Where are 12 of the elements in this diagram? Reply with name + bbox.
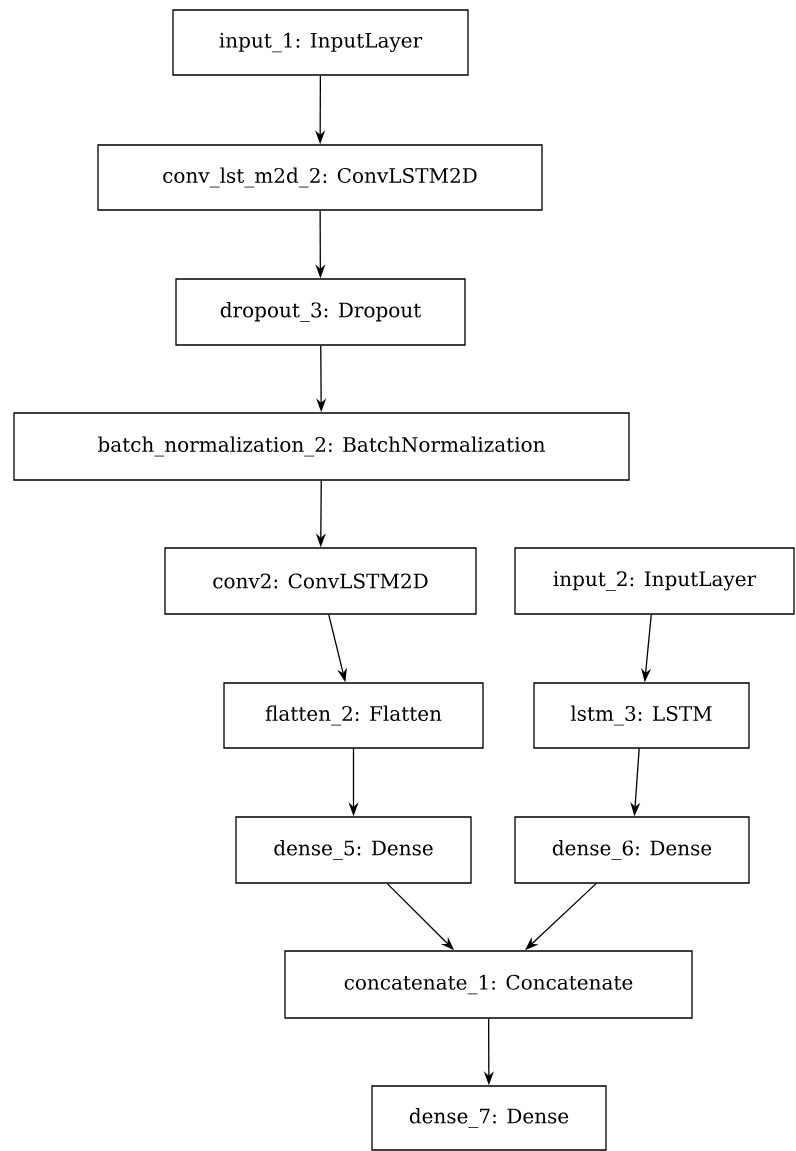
layer-box: concatenate_1: Concatenate — [284, 950, 693, 1019]
layer-box: batch_normalization_2: BatchNormalization — [13, 412, 630, 481]
layer-box: dropout_3: Dropout — [175, 278, 466, 346]
layer-box: conv_lst_m2d_2: ConvLSTM2D — [97, 144, 543, 211]
layer-box: input_2: InputLayer — [514, 547, 795, 615]
layer-box: dense_6: Dense — [514, 816, 750, 884]
layer-box: input_1: InputLayer — [172, 9, 469, 76]
layer-box: dense_5: Dense — [235, 816, 472, 884]
layer-box: flatten_2: Flatten — [223, 682, 484, 749]
layer-box: conv2: ConvLSTM2D — [164, 547, 477, 615]
layer-box: dense_7: Dense — [371, 1085, 607, 1151]
layer-box: lstm_3: LSTM — [533, 682, 750, 749]
